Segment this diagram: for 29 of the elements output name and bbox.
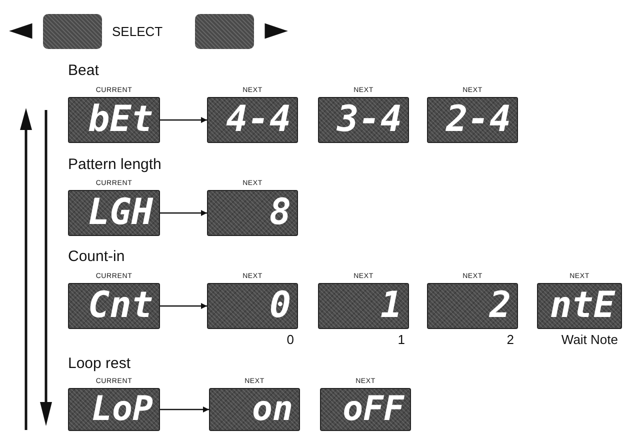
arrow: [160, 303, 207, 309]
lcd-display: LoP: [68, 388, 160, 431]
lcd-display: oFF: [320, 388, 411, 431]
value-caption: 0: [286, 332, 294, 347]
lcd-display: ntE: [537, 283, 622, 329]
button-label: SELECT: [112, 24, 163, 39]
lcd-display: 4-4: [207, 97, 298, 143]
value-caption: Wait Note: [561, 332, 618, 347]
arrow: [160, 406, 209, 412]
lcd-display: 2: [427, 283, 518, 329]
value-caption: 2: [506, 332, 514, 347]
lcd-display: on: [209, 388, 300, 431]
section-heading: Pattern length: [68, 156, 162, 173]
value-caption: 1: [398, 332, 405, 347]
lcd-display: 8: [207, 190, 298, 236]
select-button: [195, 14, 254, 49]
lcd-display: LGH: [68, 190, 160, 236]
lcd-display: 2-4: [427, 97, 518, 143]
lcd-display: 0: [207, 283, 298, 329]
lcd-display: bEt: [68, 97, 160, 143]
arrow: [160, 117, 207, 123]
lcd-display: 3-4: [318, 97, 409, 143]
section-heading: Loop rest: [68, 355, 131, 372]
lcd-display: Cnt: [68, 283, 160, 329]
section-heading: Count-in: [68, 248, 125, 265]
arrow: [160, 210, 207, 216]
lcd-display: 1: [318, 283, 409, 329]
section-heading: Beat: [68, 62, 99, 79]
select-button: [43, 14, 102, 49]
